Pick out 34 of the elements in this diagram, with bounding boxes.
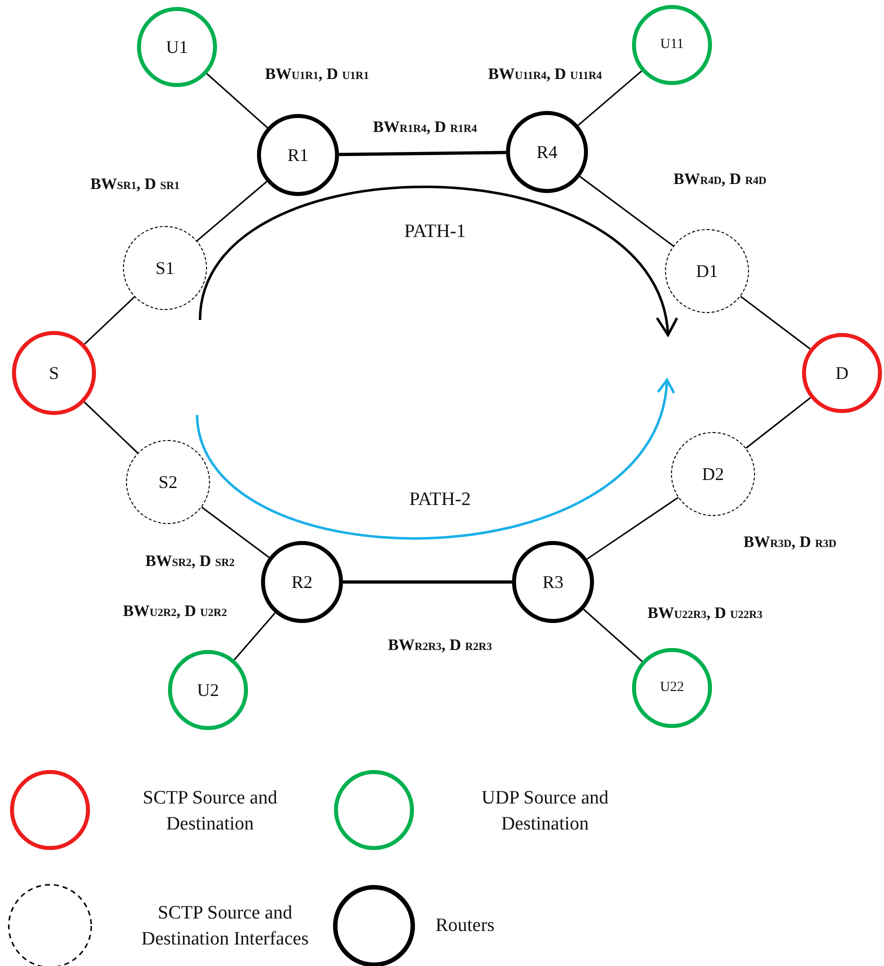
legend-text: Routers: [434, 914, 496, 938]
network-node-circle: S1: [123, 226, 207, 310]
network-node-circle: R3: [512, 541, 594, 623]
legend-text: SCTP Source and Destination: [142, 786, 278, 836]
legend-text: UDP Source and Destination: [480, 786, 610, 836]
link-line: [201, 506, 270, 558]
network-node-circle: U2: [168, 650, 248, 730]
network-node-circle: R2: [261, 541, 343, 623]
network-node-circle: R1: [257, 114, 339, 196]
path-label: PATH-1: [404, 221, 466, 243]
link-line: [578, 70, 642, 126]
link-line: [343, 580, 512, 584]
network-node-circle: S: [12, 331, 96, 415]
link-line: [206, 73, 268, 128]
link-line: [586, 496, 679, 560]
network-node-circle: S2: [126, 440, 210, 524]
network-node-circle: U22: [632, 648, 712, 728]
link-line: [338, 150, 506, 156]
legend-text: SCTP Source and Destination Interfaces: [140, 901, 310, 951]
link-line: [84, 401, 138, 454]
path-label: PATH-2: [409, 489, 471, 511]
link-line: [740, 296, 811, 350]
network-node-circle: R4: [506, 111, 588, 193]
network-node-circle: U1: [137, 7, 217, 87]
network-node-circle: D2: [671, 432, 755, 516]
link-line: [196, 180, 268, 242]
link-line: [234, 612, 276, 660]
link-line: [583, 608, 643, 662]
link-line: [84, 296, 135, 345]
link-line: [746, 397, 811, 449]
network-node-circle: D: [802, 333, 882, 413]
link-line: [579, 176, 674, 247]
network-node-circle: U11: [632, 5, 712, 85]
network-node-circle: D1: [665, 229, 749, 313]
